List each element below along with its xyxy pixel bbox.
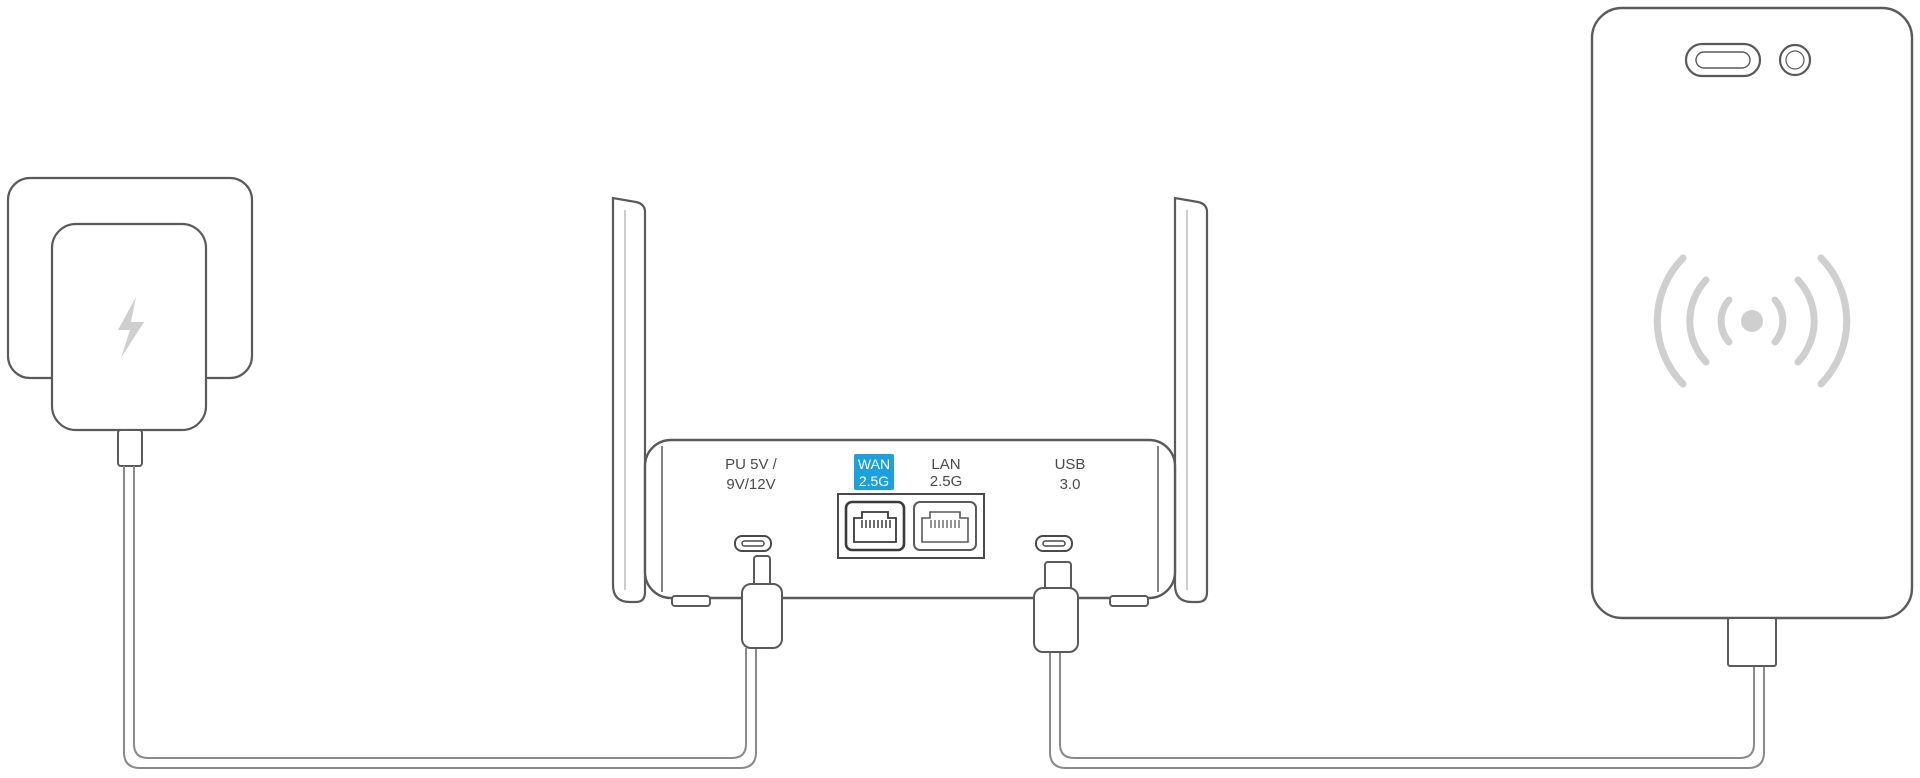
power-cable bbox=[123, 466, 757, 769]
wan-rj45-port[interactable] bbox=[844, 500, 906, 552]
lan-port-label-line1: LAN bbox=[931, 456, 960, 473]
phone-cable-plug bbox=[1727, 617, 1777, 667]
smartphone bbox=[1590, 6, 1914, 620]
power-port-label-line1: PU 5V / bbox=[725, 456, 778, 473]
wireless-signal-icon bbox=[1653, 254, 1851, 388]
router-foot-right bbox=[1109, 595, 1149, 607]
wall-charger bbox=[6, 176, 254, 432]
router: PU 5V / 9V/12V WAN 2.5G LAN 2.5G bbox=[611, 196, 1209, 607]
usb-port-label-line1: USB bbox=[1055, 456, 1086, 473]
usb-cable-connector bbox=[1033, 561, 1079, 653]
lan-rj45-port[interactable] bbox=[913, 501, 977, 551]
power-port-label-line2: 9V/12V bbox=[726, 476, 775, 493]
router-foot-left bbox=[671, 595, 711, 607]
antenna-right bbox=[1173, 196, 1209, 604]
usb-cable bbox=[1049, 652, 1765, 769]
wan-port-label-line2: 2.5G bbox=[859, 473, 889, 489]
usb-port-label-line2: 3.0 bbox=[1060, 476, 1081, 493]
antenna-left bbox=[611, 196, 647, 604]
lightning-bolt-icon bbox=[118, 297, 144, 358]
power-cable-connector bbox=[741, 555, 783, 649]
wan-highlight-badge bbox=[854, 454, 894, 490]
lan-port-label-line2: 2.5G bbox=[930, 473, 963, 490]
charger-cable-plug bbox=[117, 429, 143, 467]
wan-port-label-line1: WAN bbox=[858, 456, 890, 472]
